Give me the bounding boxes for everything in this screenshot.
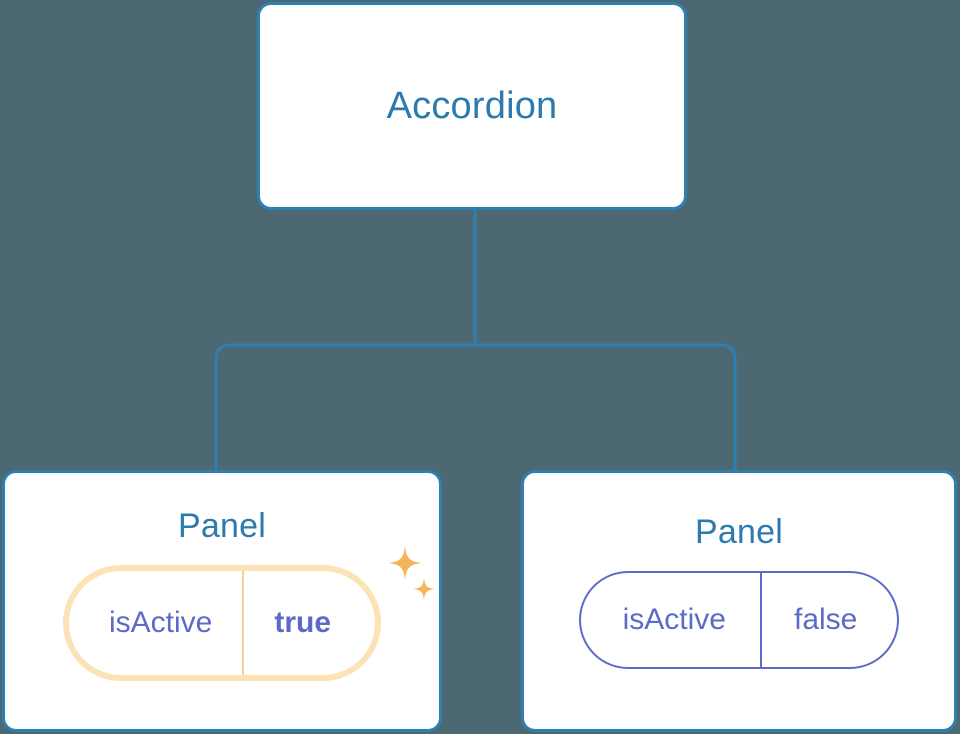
prop-pill-highlighted-wrap: isActive true <box>62 565 382 681</box>
node-panel-right-title: Panel <box>695 513 783 551</box>
prop-pill-isactive-false[interactable]: isActive false <box>578 571 900 669</box>
node-panel-left[interactable]: Panel isActive true <box>2 470 442 732</box>
node-panel-right[interactable]: Panel isActive false <box>521 470 957 732</box>
node-accordion-title: Accordion <box>386 85 558 127</box>
node-accordion[interactable]: Accordion <box>257 2 687 210</box>
edge-bus-to-right-panel <box>475 343 737 472</box>
prop-key-label: isActive <box>108 606 213 639</box>
prop-pill-plain-wrap: isActive false <box>578 571 900 669</box>
prop-value-label: false <box>759 573 897 667</box>
prop-key-label: isActive <box>622 603 726 636</box>
edge-bus-to-left-panel <box>214 343 475 472</box>
prop-pill-isactive-true[interactable]: isActive true <box>68 571 376 675</box>
prop-pill-glow: isActive true <box>62 565 382 681</box>
prop-value-label: true <box>242 571 375 675</box>
node-panel-left-title: Panel <box>178 507 266 545</box>
